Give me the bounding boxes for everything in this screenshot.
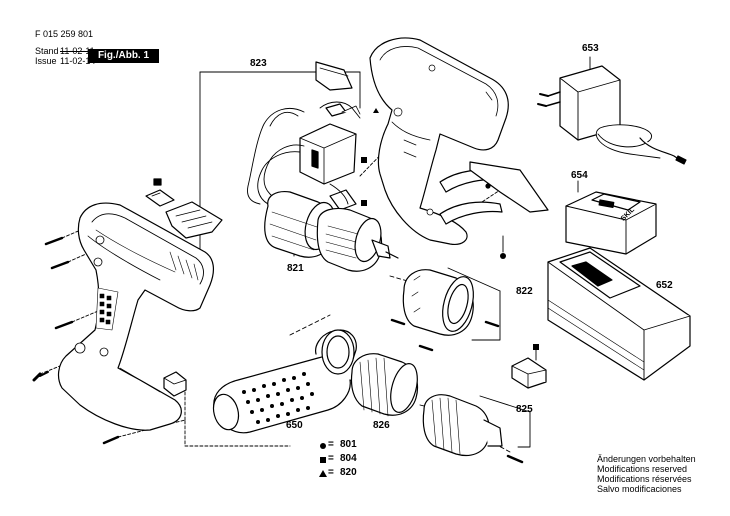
legend-code: 801 (340, 439, 357, 450)
switch-assembly (299, 61, 361, 211)
chuck (422, 394, 503, 457)
legend-code: 820 (340, 467, 357, 478)
notice-line: Salvo modificaciones (597, 484, 682, 494)
gear-screws (390, 318, 500, 352)
modification-notice: Änderungen vorbehalten Modifications res… (597, 454, 696, 494)
notice-line: Modifications réservées (597, 474, 692, 484)
circle-marker-icon (320, 443, 326, 449)
small-clip (511, 357, 547, 389)
motor (264, 191, 399, 272)
callout-825: 825 (516, 404, 533, 415)
stand-date: 11-02-11 (60, 46, 95, 56)
left-housing (57, 202, 215, 431)
stand-label: Stand (35, 46, 59, 56)
small-part-left (163, 371, 187, 397)
callout-653: 653 (582, 43, 599, 54)
gear-ring (402, 269, 474, 336)
housing-clips (439, 161, 549, 225)
legend-code: 804 (340, 453, 357, 464)
housing-screws (32, 236, 120, 445)
issue-label: Issue (35, 56, 57, 66)
clutch-ring (350, 353, 419, 417)
callout-652: 652 (656, 280, 673, 291)
notice-line: Änderungen vorbehalten (597, 454, 696, 464)
callout-654: 654 (571, 170, 588, 181)
figure-label: Fig./Abb. 1 (88, 49, 159, 63)
part-markers (361, 108, 539, 350)
callout-826: 826 (373, 420, 390, 431)
grip-sleeve (212, 329, 357, 434)
switch-knobs (145, 178, 223, 239)
triangle-marker-icon (319, 470, 327, 477)
battery-small (565, 191, 657, 255)
doc-number: F 015 259 801 (35, 29, 94, 39)
callout-823: 823 (250, 58, 267, 69)
callout-821: 821 (287, 263, 304, 274)
switch-wires (247, 101, 361, 205)
legend-item: = 820 (318, 467, 378, 482)
charger (537, 65, 687, 165)
notice-line: Modifications reserved (597, 464, 688, 474)
issue-date: 11-02-14 (60, 56, 96, 66)
battery-pack (547, 247, 691, 381)
callout-650: 650 (286, 420, 303, 431)
legend-item: = 804 (318, 453, 378, 468)
legend-item: = 801 (318, 439, 378, 454)
chuck-screw (506, 454, 524, 464)
square-marker-icon (320, 457, 326, 463)
callout-822: 822 (516, 286, 533, 297)
right-housing (369, 37, 509, 245)
